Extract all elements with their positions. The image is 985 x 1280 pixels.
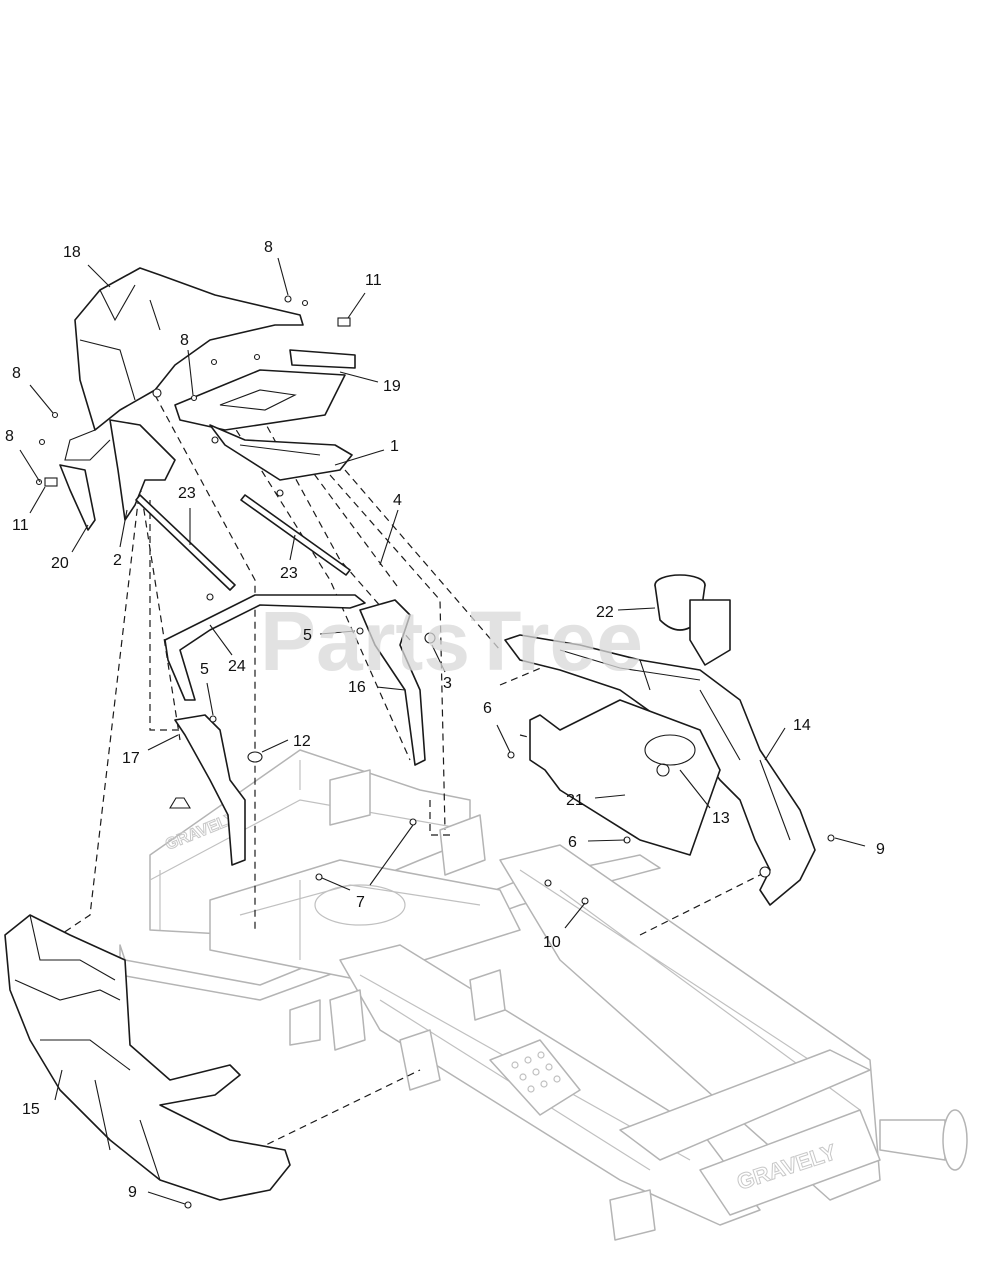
callout-20: 20 bbox=[51, 555, 69, 572]
callout-7: 7 bbox=[356, 894, 365, 911]
callout-14: 14 bbox=[793, 717, 811, 734]
callout-12: 12 bbox=[293, 733, 311, 750]
callout-13: 13 bbox=[712, 810, 730, 827]
part-18-console-cover bbox=[64, 267, 304, 461]
callout-17: 17 bbox=[122, 750, 140, 767]
part-21-panel bbox=[529, 699, 721, 856]
callout-9: 9 bbox=[876, 841, 885, 858]
callout-11: 11 bbox=[365, 272, 382, 289]
callout-22: 22 bbox=[596, 604, 614, 621]
part-24-curved-arm bbox=[164, 594, 366, 701]
callout-5: 5 bbox=[303, 627, 312, 644]
part-2-side-bracket bbox=[109, 419, 176, 521]
callout-6: 6 bbox=[483, 700, 492, 717]
callout-8: 8 bbox=[5, 428, 14, 445]
callout-8: 8 bbox=[180, 332, 189, 349]
callout-19: 19 bbox=[383, 378, 401, 395]
callout-8: 8 bbox=[264, 239, 273, 256]
part-19-top-plate bbox=[174, 349, 356, 431]
callout-18: 18 bbox=[63, 244, 81, 261]
callout-8: 8 bbox=[12, 365, 21, 382]
part-17-left-support bbox=[174, 714, 246, 866]
callout-5: 5 bbox=[200, 661, 209, 678]
part-14-right-fender bbox=[504, 634, 816, 906]
callout-15: 15 bbox=[22, 1101, 40, 1118]
part-1-lower-plate bbox=[209, 424, 353, 481]
callout-16: 16 bbox=[348, 679, 366, 696]
part-20-small-bracket bbox=[59, 464, 96, 531]
callout-6: 6 bbox=[568, 834, 577, 851]
callout-4: 4 bbox=[393, 492, 402, 509]
leader-lines bbox=[19, 257, 866, 1205]
callout-1: 1 bbox=[390, 438, 399, 455]
callout-2: 2 bbox=[113, 552, 122, 569]
watermark: PartsTree bbox=[260, 594, 643, 688]
callout-23: 23 bbox=[178, 485, 196, 502]
part-16-right-support bbox=[359, 599, 426, 766]
mower-frame: GRAVELY GRAVELY bbox=[119, 749, 968, 1241]
part-15-left-fender bbox=[4, 914, 291, 1201]
callout-11: 11 bbox=[12, 517, 29, 534]
callout-10: 10 bbox=[543, 934, 561, 951]
part-23-rods bbox=[135, 494, 351, 591]
callout-23: 23 bbox=[280, 565, 298, 582]
callout-9: 9 bbox=[128, 1184, 137, 1201]
callout-3: 3 bbox=[443, 675, 452, 692]
callout-21: 21 bbox=[566, 792, 584, 809]
fasteners bbox=[35, 295, 835, 1209]
callout-24: 24 bbox=[228, 658, 246, 675]
part-22-cup-holder bbox=[654, 574, 731, 666]
callout-labels: 18 8 11 8 19 8 1 8 11 20 2 23 23 4 22 5 … bbox=[5, 239, 885, 1201]
